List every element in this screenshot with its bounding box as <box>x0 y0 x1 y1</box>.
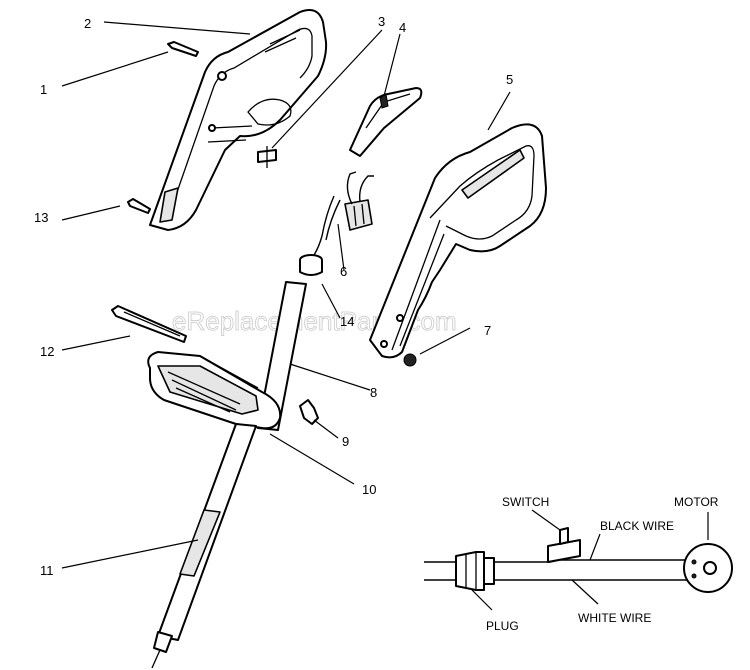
callout-3: 3 <box>378 14 385 29</box>
callout-13: 13 <box>34 210 48 225</box>
wiring-plug <box>455 551 495 591</box>
callout-10: 10 <box>362 482 376 497</box>
part-7-nut <box>403 353 417 367</box>
callout-numbers: 1 2 3 4 5 6 7 8 9 10 11 12 13 14 <box>34 14 513 578</box>
callout-6: 6 <box>340 264 347 279</box>
upper-shaft <box>257 281 307 431</box>
part-11-label <box>179 509 221 577</box>
callout-7: 7 <box>484 323 491 338</box>
callout-9: 9 <box>342 434 349 449</box>
leader-lines <box>61 21 511 569</box>
wiring-motor <box>683 543 733 593</box>
part-4-trigger <box>349 87 423 157</box>
part-9-wing-nut <box>299 399 319 425</box>
part-1-screw <box>167 41 199 57</box>
part-8-auxiliary-handle <box>147 351 282 430</box>
part-5-right-handle-half <box>369 123 547 359</box>
callout-11: 11 <box>40 563 54 578</box>
callout-2: 2 <box>84 16 91 31</box>
callout-4: 4 <box>399 20 406 35</box>
wiring-label-black-wire: BLACK WIRE <box>600 519 674 533</box>
callout-12: 12 <box>40 344 54 359</box>
wiring-label-motor: MOTOR <box>674 495 719 509</box>
wiring-label-white-wire: WHITE WIRE <box>578 611 651 625</box>
wiring-diagram: SWITCH MOTOR BLACK WIRE WHITE WIRE PLUG <box>424 495 733 633</box>
callout-8: 8 <box>370 385 377 400</box>
wiring-switch <box>547 527 581 563</box>
part-12-bolt <box>111 305 187 343</box>
callout-1: 1 <box>40 82 47 97</box>
part-3-cord-clip <box>257 146 277 168</box>
wiring-label-switch: SWITCH <box>502 495 549 509</box>
part-6-switch <box>311 171 374 259</box>
wiring-label-plug: PLUG <box>486 619 519 633</box>
callout-14: 14 <box>340 314 354 329</box>
part-2-left-handle-half <box>149 9 328 231</box>
callout-5: 5 <box>506 72 513 87</box>
part-13-screw <box>127 198 151 214</box>
part-14-grommet <box>299 254 323 276</box>
